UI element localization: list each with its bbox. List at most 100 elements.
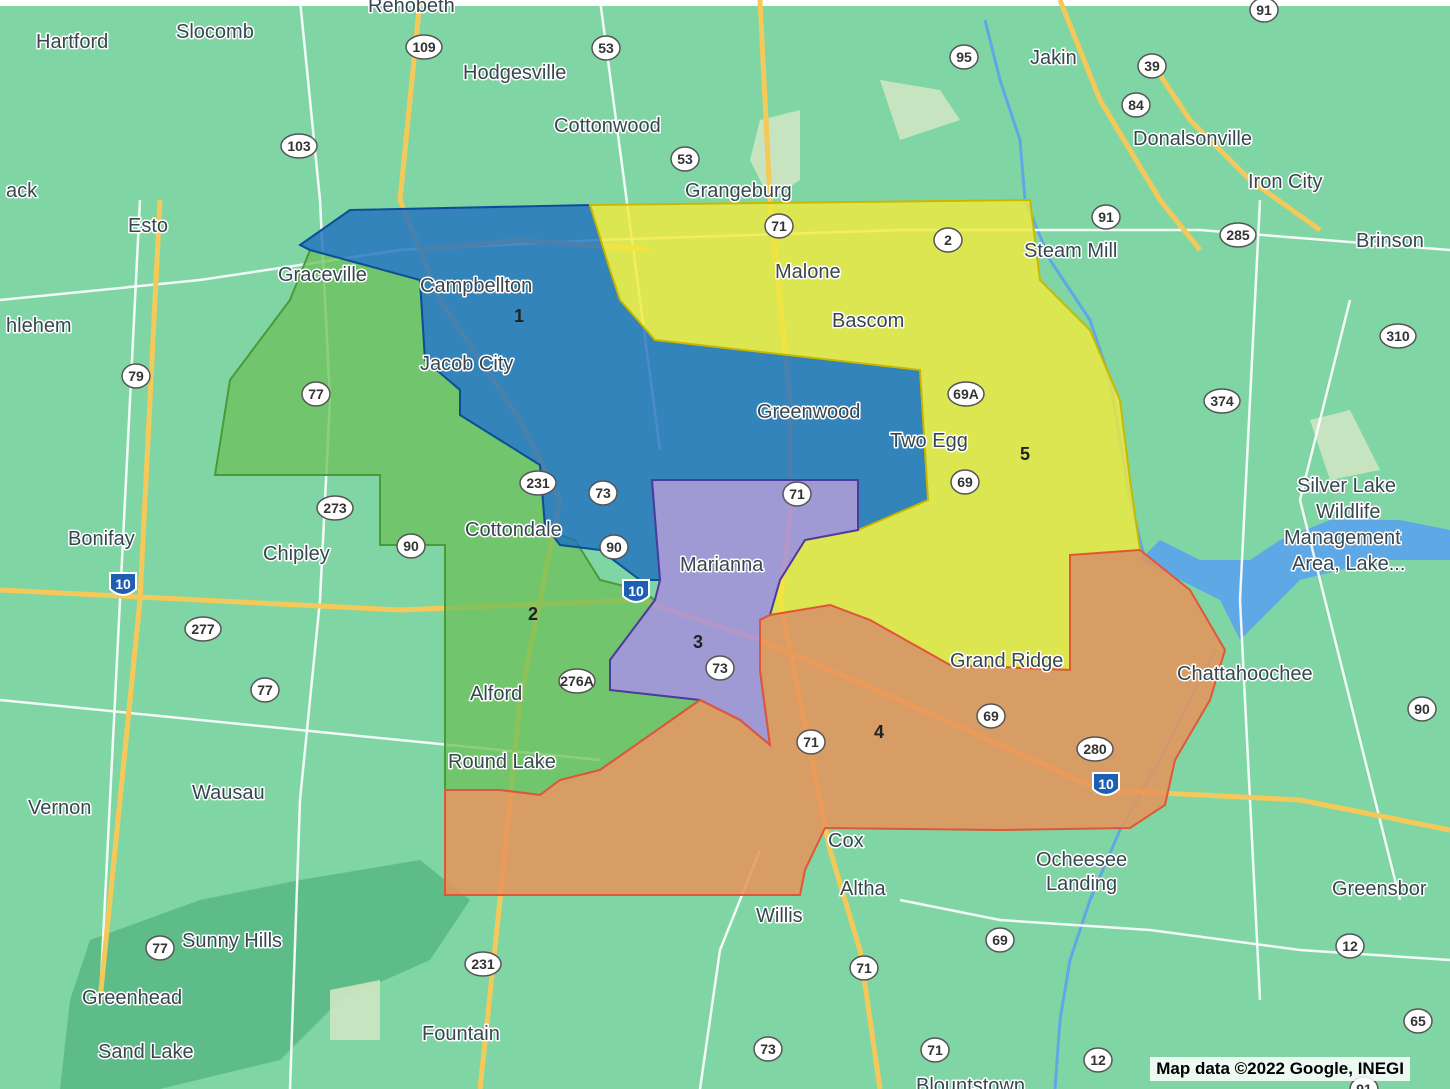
route-shield-91: 91 <box>1091 204 1121 230</box>
district-labels: 1 2 3 4 5 <box>514 306 1030 742</box>
route-shield-10: 10 <box>109 572 137 596</box>
place-cox[interactable]: Cox <box>827 829 866 854</box>
place-bascom[interactable]: Bascom <box>831 309 906 334</box>
route-shield-label: 12 <box>1090 1052 1106 1068</box>
place-jacob-city[interactable]: Jacob City <box>419 352 515 377</box>
district-label-2: 2 <box>528 604 538 624</box>
district-label-3: 3 <box>693 632 703 652</box>
route-shield-73: 73 <box>705 655 735 681</box>
place-altha[interactable]: Altha <box>839 877 888 902</box>
route-shield-71: 71 <box>920 1037 950 1063</box>
place-fountain[interactable]: Fountain <box>421 1022 502 1047</box>
place-two-egg[interactable]: Two Egg <box>889 429 970 454</box>
place-wausau[interactable]: Wausau <box>191 781 267 806</box>
route-shield-label: 84 <box>1128 97 1144 113</box>
route-shield-53: 53 <box>670 146 700 172</box>
place-sand-lake[interactable]: Sand Lake <box>97 1040 196 1065</box>
route-shield-label: 231 <box>526 475 550 491</box>
place-sunny-hills[interactable]: Sunny Hills <box>181 929 284 954</box>
district-overlays[interactable] <box>213 198 1227 896</box>
place-grangeburg[interactable]: Grangeburg <box>684 179 794 204</box>
place-marianna[interactable]: Marianna <box>679 553 766 578</box>
place-round-lake[interactable]: Round Lake <box>447 750 558 775</box>
route-shield-label: 280 <box>1083 741 1107 757</box>
route-shield-label: 95 <box>956 49 972 65</box>
route-shield-label: 71 <box>856 960 872 976</box>
district-4-area[interactable] <box>444 548 1227 896</box>
place-chipley[interactable]: Chipley <box>262 542 332 567</box>
place-willis[interactable]: Willis <box>755 904 805 929</box>
place-greensboro[interactable]: Greensbor <box>1331 877 1429 902</box>
place-rehobeth[interactable]: Rehobeth <box>367 0 457 19</box>
place-alford[interactable]: Alford <box>469 682 524 707</box>
route-shield-label: 10 <box>115 576 131 592</box>
route-shield-280: 280 <box>1076 736 1114 762</box>
route-shield-77: 77 <box>145 935 175 961</box>
place-black[interactable]: ack <box>5 179 40 204</box>
route-shield-label: 71 <box>803 734 819 750</box>
place-brinson[interactable]: Brinson <box>1355 229 1426 254</box>
route-shield-2: 2 <box>933 227 963 253</box>
route-shield-label: 39 <box>1144 58 1160 74</box>
lake-seminole <box>1140 520 1450 640</box>
route-shield-label: 73 <box>760 1041 776 1057</box>
place-slocomb[interactable]: Slocomb <box>175 20 256 45</box>
place-iron-city[interactable]: Iron City <box>1247 170 1324 195</box>
route-shield-310: 310 <box>1379 323 1417 349</box>
route-shield-label: 69A <box>953 386 979 402</box>
route-shield-285: 285 <box>1219 222 1257 248</box>
district-label-4: 4 <box>874 722 884 742</box>
route-shield-label: 53 <box>677 151 693 167</box>
district-label-5: 5 <box>1020 444 1030 464</box>
route-shield-90: 90 <box>396 533 426 559</box>
place-malone[interactable]: Malone <box>774 260 843 285</box>
route-shield-label: 53 <box>598 40 614 56</box>
route-shield-label: 374 <box>1210 393 1234 409</box>
route-shield-label: 277 <box>191 621 215 637</box>
place-esto[interactable]: Esto <box>127 214 170 239</box>
place-vernon[interactable]: Vernon <box>27 796 93 821</box>
place-graceville[interactable]: Graceville <box>277 263 369 288</box>
route-shield-label: 285 <box>1226 227 1250 243</box>
place-labels: Hartford Slocomb Rehobeth Hodgesville Co… <box>5 0 1429 1089</box>
route-shield-91: 91 <box>1249 0 1279 23</box>
route-shield-label: 77 <box>308 386 324 402</box>
place-steam-mill[interactable]: Steam Mill <box>1023 239 1119 264</box>
route-shield-374: 374 <box>1203 388 1241 414</box>
place-greenhead[interactable]: Greenhead <box>81 986 184 1011</box>
place-cottonwood[interactable]: Cottonwood <box>553 114 663 139</box>
route-shield-10: 10 <box>622 579 650 603</box>
route-shield-label: 79 <box>128 368 144 384</box>
place-campbellton[interactable]: Campbellton <box>419 274 534 299</box>
map-attribution[interactable]: Map data ©2022 Google, INEGI <box>1150 1057 1410 1081</box>
route-shield-label: 71 <box>771 218 787 234</box>
map-white-border-top <box>0 0 1450 6</box>
route-shield-273: 273 <box>316 495 354 521</box>
route-shield-label: 2 <box>944 232 952 248</box>
place-donalsonville[interactable]: Donalsonville <box>1132 127 1254 152</box>
route-shield-71: 71 <box>796 729 826 755</box>
route-shield-84: 84 <box>1121 92 1151 118</box>
place-blountstown[interactable]: Blountstown <box>915 1074 1027 1089</box>
place-bonifay[interactable]: Bonifay <box>67 527 137 552</box>
place-hodgesville[interactable]: Hodgesville <box>462 61 568 86</box>
route-shield-90: 90 <box>1407 696 1437 722</box>
place-greenwood[interactable]: Greenwood <box>756 400 862 425</box>
route-shield-label: 65 <box>1410 1013 1426 1029</box>
route-shield-276A: 276A <box>558 668 596 694</box>
place-jakin[interactable]: Jakin <box>1029 46 1079 71</box>
route-shield-label: 69 <box>992 932 1008 948</box>
place-hartford[interactable]: Hartford <box>35 30 110 55</box>
place-cottondale[interactable]: Cottondale <box>464 518 564 543</box>
place-bethlehem[interactable]: hlehem <box>5 314 74 339</box>
route-shield-label: 276A <box>560 673 593 689</box>
place-grand-ridge[interactable]: Grand Ridge <box>949 649 1065 674</box>
place-chattahoochee[interactable]: Chattahoochee <box>1176 662 1315 687</box>
route-shield-79: 79 <box>121 363 151 389</box>
route-shield-label: 231 <box>471 956 495 972</box>
